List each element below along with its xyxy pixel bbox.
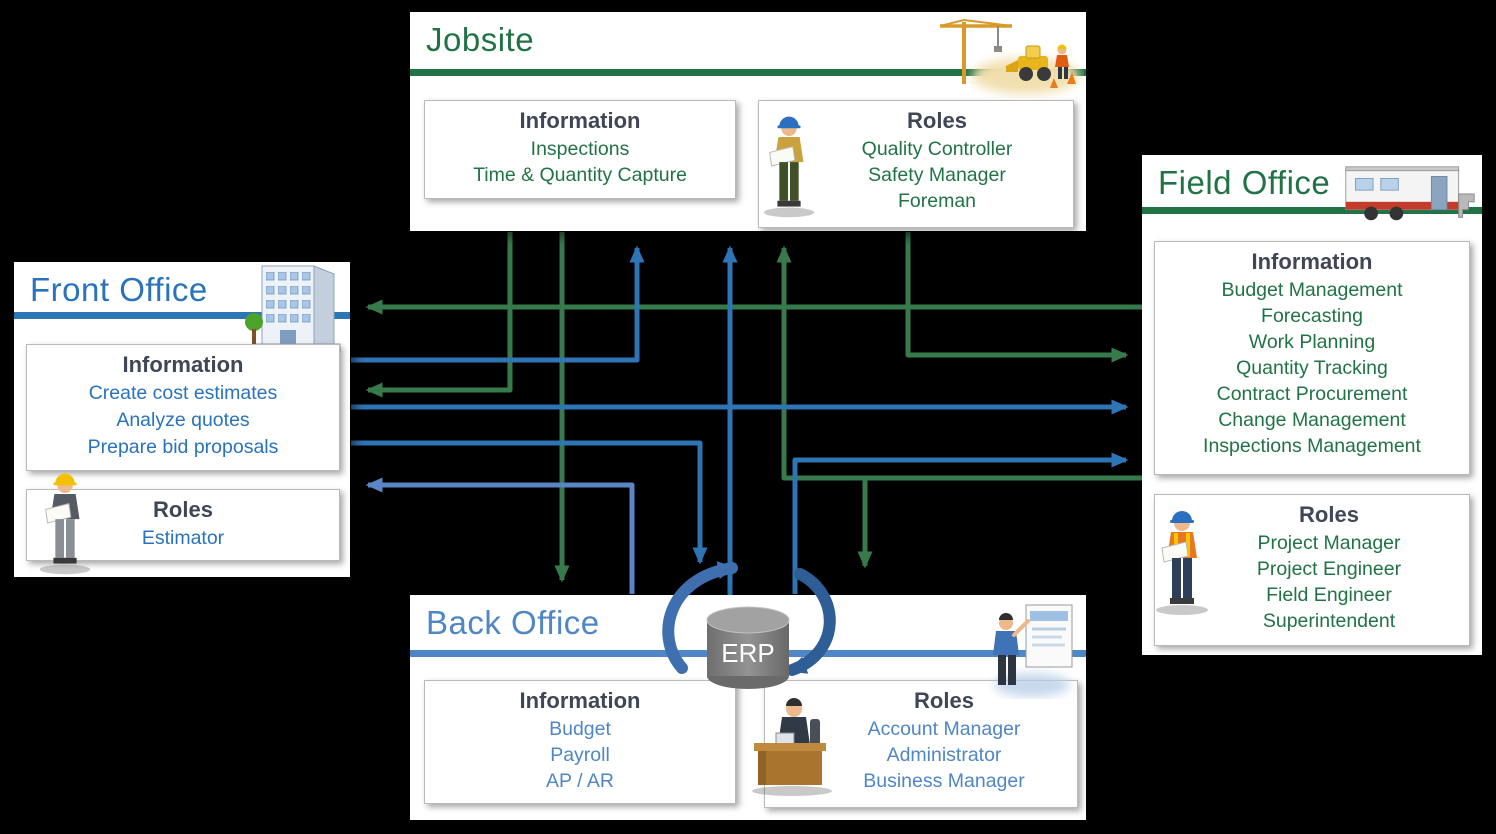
information-items: Budget Management Forecasting Work Plann… [1155,277,1469,459]
field-office-accent-bar [1142,207,1482,214]
front-office-box: Front Office Information Create cost est… [14,262,350,577]
information-item: Quantity Tracking [1236,357,1388,379]
information-heading: Information [519,108,641,133]
information-item: Time & Quantity Capture [473,164,687,186]
roles-heading: Roles [153,497,213,522]
information-item: Payroll [550,744,610,766]
information-items: Budget Payroll AP / AR [425,716,735,794]
roles-items: Quality Controller Safety Manager Forema… [801,136,1073,214]
role-item: Foreman [897,190,977,212]
back-office-title: Back Office [426,604,600,641]
desk-worker-icon [752,698,832,796]
roles-heading: Roles [914,688,974,713]
jobsite-roles-box: Roles Quality Controller Safety Manager … [758,100,1074,228]
construction-worker-icon [763,116,815,218]
information-items: Inspections Time & Quantity Capture [425,136,735,188]
front-office-information-box: Information Create cost estimates Analyz… [26,344,340,471]
information-heading: Information [122,352,244,377]
role-item: Administrator [886,744,1002,766]
role-item: Project Engineer [1256,558,1402,580]
information-items: Create cost estimates Analyze quotes Pre… [27,380,339,461]
roles-items: Estimator [27,525,339,551]
information-item: Forecasting [1261,305,1363,327]
information-item: Budget [549,718,611,740]
back-office-information-box: Information Budget Payroll AP / AR [424,680,736,804]
roles-items: Account Manager Administrator Business M… [811,716,1077,794]
information-item: Analyze quotes [116,409,250,431]
role-item: Safety Manager [868,164,1006,186]
information-heading: Information [519,688,641,713]
role-item: Field Engineer [1266,584,1392,606]
information-item: Create cost estimates [88,382,278,404]
information-item: Budget Management [1221,279,1403,301]
role-item: Project Manager [1257,532,1401,554]
information-item: Inspections Management [1203,435,1421,457]
field-worker-icon [1156,511,1208,615]
jobsite-title: Jobsite [426,21,535,58]
front-office-accent-bar [14,312,350,319]
roles-heading: Roles [907,108,967,133]
role-item: Estimator [141,527,225,549]
arrow-jobsite-to-field [905,232,1129,363]
information-item: Inspections [530,138,630,160]
arrow-front-to-erp [351,440,708,565]
front-office-title: Front Office [30,271,208,308]
roles-heading: Roles [1299,502,1359,527]
sync-arrow-left [662,561,738,674]
field-office-roles-box: Roles Project Manager Project Engineer F… [1154,494,1470,646]
arrow-front-to-jobsite [351,245,645,363]
arrow-back-to-field [792,452,1129,594]
field-office-box: Field Office Information Budget Manageme… [1142,155,1482,655]
front-office-roles-box: Roles Estimator [26,489,340,561]
jobsite-box: Jobsite Information Inspections [410,12,1086,231]
roles-items: Project Manager Project Engineer Field E… [1189,530,1469,634]
erp-database-icon: ERP [662,561,836,689]
sync-arrow-right [786,568,836,676]
information-item: AP / AR [546,770,614,792]
information-item: Work Planning [1248,331,1376,353]
information-item: Change Management [1218,409,1406,431]
arrow-field-to-jobsite [776,245,1142,481]
role-item: Business Manager [863,770,1025,792]
presenter-icon [993,604,1073,697]
site-trailer-icon [1345,166,1475,221]
arrow-back-to-front [365,477,635,594]
information-heading: Information [1251,249,1373,274]
office-building-icon [245,265,341,353]
estimator-worker-icon [39,473,91,575]
jobsite-accent-bar [410,69,1086,76]
information-item: Contract Procurement [1216,383,1408,405]
field-office-title: Field Office [1158,164,1331,201]
erp-label: ERP [721,638,774,668]
arrow-jobsite-to-front [365,232,513,398]
role-item: Quality Controller [861,138,1013,160]
construction-site-icon [939,19,1080,94]
role-item: Superintendent [1262,610,1396,632]
field-office-information-box: Information Budget Management Forecastin… [1154,241,1470,475]
information-item: Prepare bid proposals [87,436,279,458]
role-item: Account Manager [867,718,1021,740]
jobsite-information-box: Information Inspections Time & Quantity … [424,100,736,199]
